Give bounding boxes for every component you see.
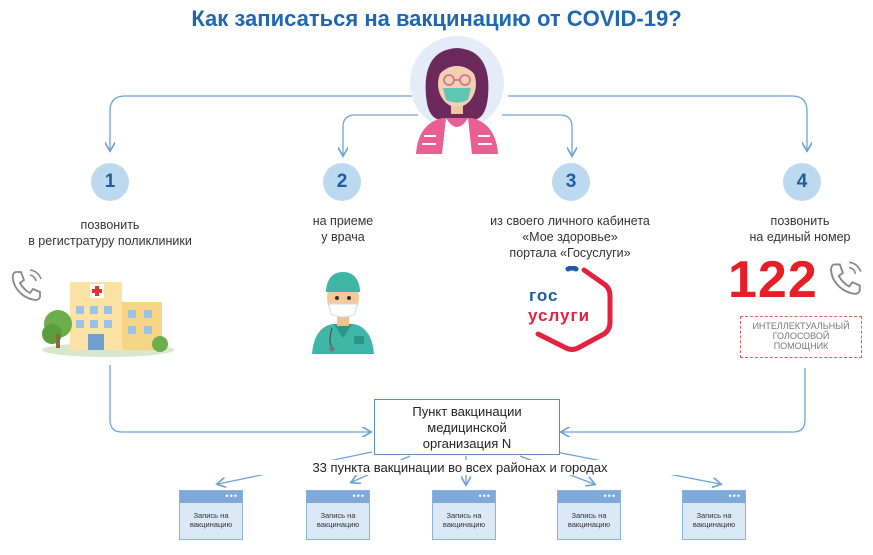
step-2-line2: у врача — [321, 230, 365, 244]
doctor-icon — [312, 272, 374, 354]
voice-assistant-box: ИНТЕЛЛЕКТУАЛЬНЫЙ ГОЛОСОВОЙ ПОМОЩНИК — [740, 316, 862, 358]
window-dots-icon: ••• — [352, 491, 365, 501]
window-3-line1: Запись на — [446, 511, 482, 520]
step-4-text: позвонить на единый номер — [720, 213, 873, 245]
step-2-circle: 2 — [323, 163, 361, 201]
vaccination-points-caption: 33 пункта вакцинации во всех районах и г… — [230, 460, 690, 475]
vaccination-point-box: Пункт вакцинации медицинской организация… — [374, 399, 560, 455]
voice-assistant-line3: ПОМОЩНИК — [773, 341, 829, 351]
gosuslugi-hexagon-icon — [535, 266, 613, 352]
step-2-text: на приеме у врача — [268, 213, 418, 245]
step-4-line2: на единый номер — [749, 230, 851, 244]
vaccination-point-line2: медицинской — [427, 420, 507, 435]
step-4-circle: 4 — [783, 163, 821, 201]
step-3-text: из своего личного кабинета «Мое здоровье… — [470, 213, 670, 261]
window-1-line2: вакцинацию — [189, 520, 233, 529]
phone-icon-right — [830, 261, 862, 295]
hospital-icon — [42, 282, 174, 357]
step-1-line2: в регистратуру поликлиники — [28, 234, 192, 248]
step-1-line1: позвонить — [80, 218, 140, 232]
step-4-line1: позвонить — [770, 214, 830, 228]
window-5-line1: Запись на — [696, 511, 732, 520]
window-2-line2: вакцинацию — [316, 520, 360, 529]
voice-assistant-line2: ГОЛОСОВОЙ — [772, 331, 830, 341]
woman-in-mask-icon — [410, 36, 504, 154]
window-dots-icon: ••• — [478, 491, 491, 501]
gosuslugi-logo-line1: гос — [529, 286, 559, 305]
vaccination-point-line3: организация N — [422, 436, 512, 451]
window-4-line2: вакцинацию — [567, 520, 611, 529]
voice-assistant-line1: ИНТЕЛЛЕКТУАЛЬНЫЙ — [752, 321, 850, 331]
window-dots-icon: ••• — [603, 491, 616, 501]
step-3-line1: из своего личного кабинета — [490, 214, 650, 228]
gosuslugi-logo-line2: услуги — [528, 306, 591, 325]
step-3-line3: портала «Госуслуги» — [509, 246, 631, 260]
window-3-line2: вакцинацию — [442, 520, 486, 529]
gosuslugi-logo: гос услуги — [526, 266, 618, 352]
step-1-text: позвонить в регистратуру поликлиники — [15, 217, 205, 249]
window-2-line1: Запись на — [320, 511, 356, 520]
page-title: Как записаться на вакцинацию от COVID-19… — [191, 6, 682, 31]
vaccination-point-line1: Пункт вакцинации — [412, 404, 522, 419]
step-1-circle: 1 — [91, 163, 129, 201]
window-dots-icon: ••• — [728, 491, 741, 501]
window-1-line1: Запись на — [193, 511, 229, 520]
step-3-line2: «Мое здоровье» — [522, 230, 618, 244]
step-2-line1: на приеме — [312, 214, 374, 228]
window-5-line2: вакцинацию — [692, 520, 736, 529]
phone-number-122: 122 — [728, 251, 818, 309]
window-dots-icon: ••• — [225, 491, 238, 501]
step-3-circle: 3 — [552, 163, 590, 201]
window-4-line1: Запись на — [571, 511, 607, 520]
phone-icon — [11, 269, 42, 301]
